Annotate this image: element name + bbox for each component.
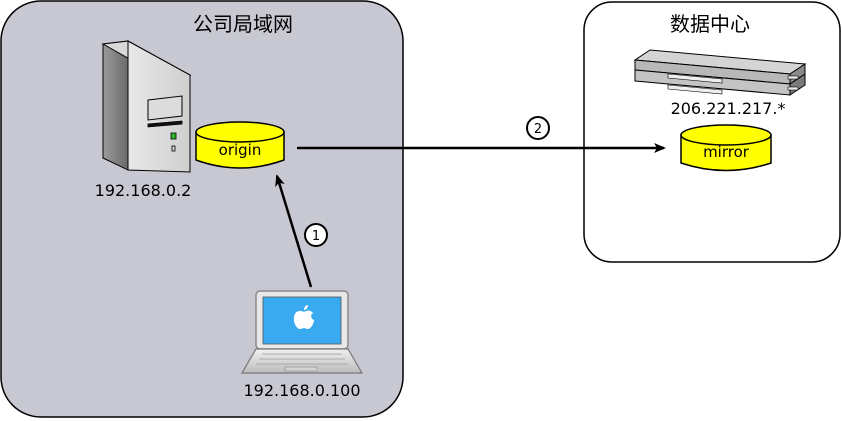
step-1-badge xyxy=(304,223,328,247)
zone-company-lan-title: 公司局域网 xyxy=(193,12,293,36)
tower-server-icon xyxy=(101,40,192,173)
zone-datacenter-title: 数据中心 xyxy=(670,12,750,36)
origin-label: origin xyxy=(219,141,262,159)
mirror-label: mirror xyxy=(703,143,750,161)
step-2-badge xyxy=(526,116,550,140)
step-1-number: 1 xyxy=(312,229,320,244)
origin-db: origin xyxy=(195,121,285,169)
mirror-db: mirror xyxy=(680,124,772,172)
step-1-arrow: 1 xyxy=(275,174,328,288)
step-2-arrow: 2 xyxy=(297,116,666,153)
laptop-ip-label: 192.168.0.100 xyxy=(243,381,360,400)
rack-server-icon xyxy=(633,49,807,96)
rack-server-ip-label: 206.221.217.* xyxy=(671,99,786,118)
apple-laptop-icon xyxy=(240,290,364,374)
server-ip-label: 192.168.0.2 xyxy=(95,181,192,200)
step-2-number: 2 xyxy=(534,122,542,137)
apple-logo-icon xyxy=(293,305,314,329)
